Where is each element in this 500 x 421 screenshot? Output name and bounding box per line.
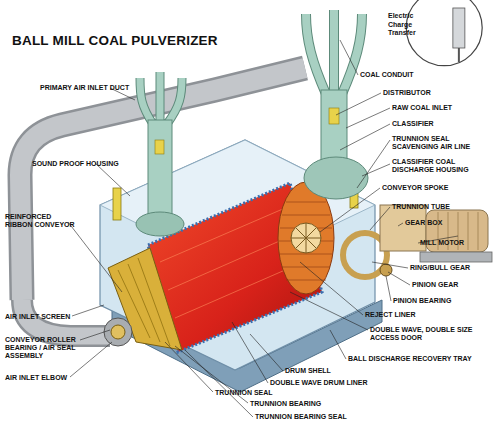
part-label: PINION BEARING xyxy=(393,297,473,305)
illustration-part xyxy=(380,264,392,276)
inset-circle: Electric Charge Transfer xyxy=(376,0,500,66)
drum-end-face xyxy=(278,182,334,294)
charge-transfer-rod xyxy=(458,48,460,62)
part-label: PINION GEAR xyxy=(412,281,482,289)
illustration-part xyxy=(100,140,375,370)
illustration-part xyxy=(278,182,334,294)
part-label: RAW COAL INLET xyxy=(392,104,472,112)
part-label: CLASSIFIER xyxy=(392,120,462,128)
illustration-part xyxy=(306,10,362,94)
illustration-part xyxy=(380,205,426,251)
part-label: PRIMARY AIR INLET DUCT xyxy=(40,84,160,92)
illustration-part xyxy=(108,248,182,350)
illustration-part xyxy=(279,202,333,280)
left-classifier xyxy=(136,72,184,236)
illustration-part xyxy=(291,223,321,253)
part-label: DISTRIBUTOR xyxy=(383,89,453,97)
part-label: TRUNNION BEARING xyxy=(250,400,340,408)
part-label: TRUNNION TUBE xyxy=(392,203,472,211)
illustration-part xyxy=(140,72,182,124)
left-trunnion xyxy=(104,248,182,350)
illustration-part xyxy=(420,252,492,262)
part-label: MILL MOTOR xyxy=(420,239,490,247)
part-label: SOUND PROOF HOUSING xyxy=(32,160,142,168)
part-label: AIR INLET SCREEN xyxy=(5,313,85,321)
part-label: CONVEYOR ROLLER BEARING / AIR SEAL ASSEM… xyxy=(5,336,95,360)
part-label: GEAR BOX xyxy=(405,219,465,227)
part-label: BALL DISCHARGE RECOVERY TRAY xyxy=(348,355,498,363)
part-label: DOUBLE WAVE DRUM LINER xyxy=(270,379,390,387)
part-label: TRUNNION SEAL xyxy=(215,389,295,397)
part-label: REINFORCED RIBBON CONVEYOR xyxy=(5,213,80,229)
illustration-part xyxy=(111,325,125,339)
inset-caption: Electric Charge Transfer xyxy=(388,12,436,38)
sound-proof-housing xyxy=(100,140,375,370)
part-label: DOUBLE WAVE, DOUBLE SIZE ACCESS DOOR xyxy=(370,326,475,342)
charge-transfer-device xyxy=(453,8,465,48)
inset-circle-outline xyxy=(406,0,482,66)
illustration-part xyxy=(155,140,164,154)
illustration-part xyxy=(113,188,121,220)
diagram-title: BALL MILL COAL PULVERIZER xyxy=(12,33,218,48)
part-label: AIR INLET ELBOW xyxy=(5,374,85,382)
part-label: RING/BULL GEAR xyxy=(410,264,490,272)
part-label: CONVEYOR SPOKE xyxy=(382,184,472,192)
part-label: DRUM SHELL xyxy=(285,367,345,375)
part-label: TRUNNION SEAL SCAVENGING AIR LINE xyxy=(392,135,492,151)
illustration-part xyxy=(68,88,135,377)
illustration-part xyxy=(291,223,321,253)
part-label: REJECT LINER xyxy=(365,311,435,319)
illustration-part xyxy=(148,120,172,220)
part-label: COAL CONDUIT xyxy=(360,71,430,79)
drive-train xyxy=(343,205,492,277)
illustration-part xyxy=(104,318,132,346)
part-label: CLASSIFIER COAL DISCHARGE HOUSING xyxy=(392,158,492,174)
part-label: TRUNNION BEARING SEAL xyxy=(255,413,365,421)
illustration-part xyxy=(329,108,339,124)
right-classifier xyxy=(304,10,368,199)
illustration-part xyxy=(306,10,362,94)
illustration-part xyxy=(136,212,184,236)
illustration-part xyxy=(304,157,368,199)
illustration-part xyxy=(140,72,182,124)
